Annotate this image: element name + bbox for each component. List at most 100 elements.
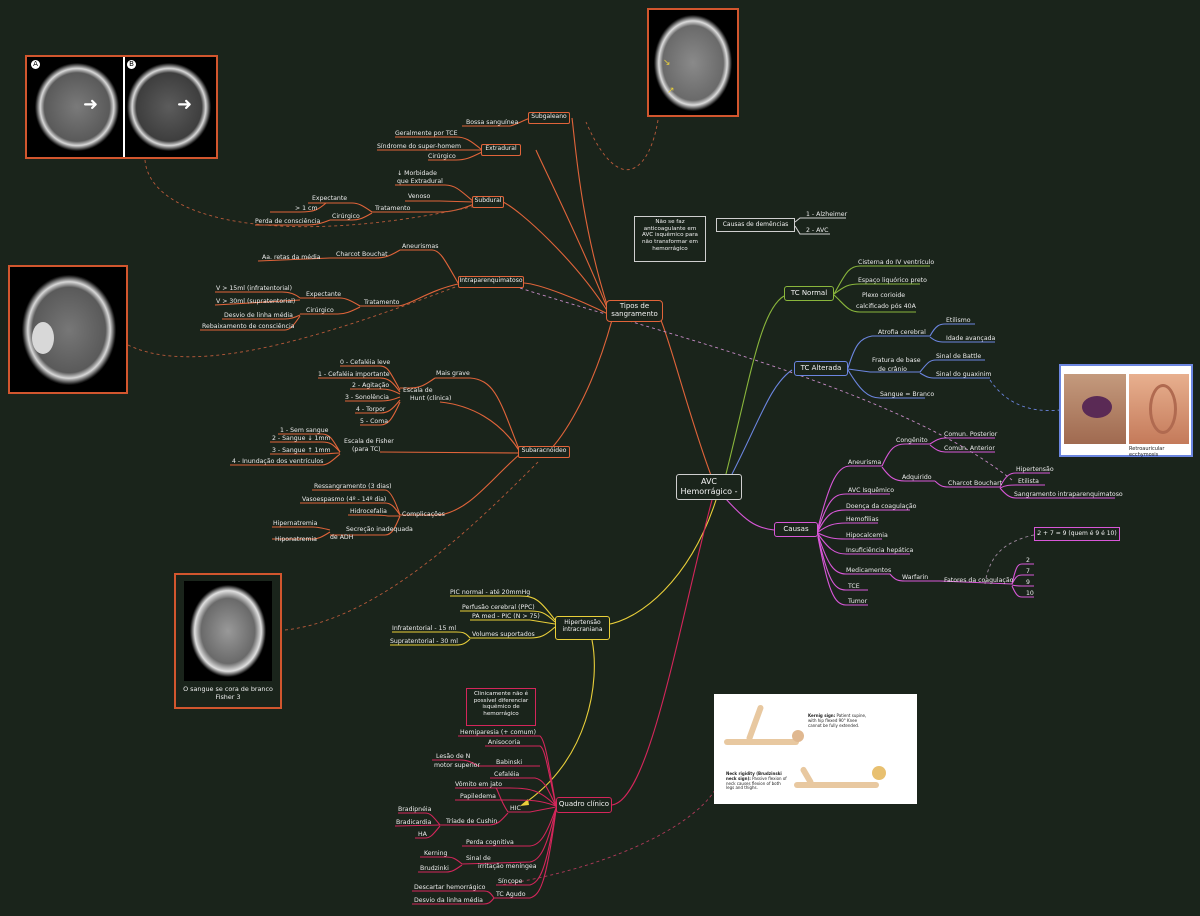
battle-raccoon-image: Retroauricular ecchymosis [1059, 364, 1193, 458]
subdural-expectante-label: Expectante [312, 195, 347, 202]
avc-label: AVC Isquêmico [848, 486, 894, 494]
com-ant-label: Comun. Anterior [944, 445, 995, 452]
fatores-label: Fatores da coagulação [944, 577, 1014, 584]
hic-node[interactable]: Hipertensão intracraniana [555, 616, 610, 640]
extradural-cirurgico-label: Cirúrgico [428, 152, 456, 160]
fisher-item: 1 - Sem sangue [280, 427, 329, 434]
kerning-label: Kerning [424, 850, 448, 857]
central-topic[interactable]: AVC Hemorrágico - [676, 474, 742, 500]
ressang-label: Ressangramento (3 dias) [314, 483, 392, 490]
papiledema-label: Papiledema [460, 793, 496, 800]
anisocoria-label: Anisocoria [488, 739, 520, 746]
intra-cirurgico-label: Cirúrgico [306, 306, 334, 314]
central-topic-label: AVC Hemorrágico - [680, 477, 738, 496]
intra-rebaixamento-label: Rebaixamento de consciência [202, 322, 295, 330]
guaxinim-label: Sinal do guaxinim [936, 371, 991, 378]
hemiparesia-label: Hemiparesia (+ comum) [460, 729, 536, 736]
hemorrhage-spot [32, 322, 54, 354]
ha-label: HA [418, 831, 428, 838]
quadro-note-text: Clinicamente não é possível diferenciar … [473, 691, 529, 718]
tc-normal-item: Espaço liquórico preto [858, 276, 927, 284]
ct-image-ab: A B ➜ ➜ [25, 55, 218, 159]
tc-normal-item: Cisterna do IV ventrículo [858, 258, 934, 266]
fator-item: 2 [1026, 557, 1030, 564]
intra-aneurismas-label: Aneurismas [402, 243, 438, 250]
ear-photo [1129, 374, 1189, 444]
formula-text: 2 + 7 = 9 (quem é 9 é 10) [1037, 530, 1117, 537]
subaracnoideo-node[interactable]: Subaracnóideo [518, 446, 570, 458]
adquirido-label: Adquirido [902, 474, 932, 481]
ct-scan-a [35, 63, 119, 151]
quadro-label: Quadro clínico [558, 800, 610, 808]
brudzinki-label: Brudzinki [420, 865, 449, 872]
fator-item: 7 [1026, 568, 1030, 575]
divider-line [123, 57, 125, 157]
hipo-label: Hiponatremia [275, 536, 317, 543]
complicacoes-label: Complicações [402, 511, 445, 518]
note-box: Não se faz anticoagulante em AVC isquêmi… [634, 216, 706, 262]
hunt-item: 0 - Cefaléia leve [340, 358, 390, 366]
descartar-label: Descartar hemorrágico [414, 883, 486, 891]
extradural-label: Extradural [485, 145, 517, 152]
desvio-quadro-label: Desvio da linha média [414, 896, 483, 904]
note-box-text: Não se faz anticoagulante em AVC isquêmi… [642, 219, 698, 252]
doenca-label: Doença da coagulação [846, 503, 917, 510]
hidro-label: Hidrocefalia [350, 508, 387, 515]
perda-cognitiva-label: Perda cognitiva [466, 839, 514, 846]
battle-label: Sinal de Battle [936, 353, 981, 360]
intra-tratamento-label: Tratamento [363, 299, 400, 306]
idade-label: Idade avançada [946, 335, 996, 342]
tce-label: TCE [847, 583, 860, 590]
hipertensao-label: Hipertensão [1016, 466, 1054, 473]
sincope-label: Síncope [498, 877, 523, 885]
panel-b-label: B [127, 60, 136, 69]
extradural-super-label: Síndrome do super-homem [377, 142, 461, 150]
bruise-shape [1082, 396, 1112, 418]
brudzinski-figure [794, 756, 894, 796]
brudzinski-text: Neck rigidity (Brudzinski neck sign): Pa… [726, 771, 788, 791]
atrofia-label: Atrofia cerebral [878, 329, 926, 336]
intra-desvio-label: Desvio de linha média [224, 311, 293, 319]
intra-charcot-label: Charcot Bouchat [336, 251, 388, 258]
subdural-perda-label: Perda de consciência [255, 217, 320, 225]
hiper-label: Hipernatremia [273, 520, 318, 527]
extradural-node[interactable]: Extradural [481, 144, 521, 156]
fisher-item: 2 - Sangue ↓ 1mm [272, 435, 331, 442]
tc-alterada-node[interactable]: TC Alterada [794, 361, 848, 376]
hunt-item: 4 - Torpor [356, 406, 386, 413]
hic-label: Hipertensão intracraniana [562, 619, 603, 634]
ct-scan [654, 15, 732, 111]
fator-item: 9 [1026, 579, 1030, 586]
subdural-cm-label: > 1 cm [295, 205, 317, 212]
tc-normal-node[interactable]: TC Normal [784, 286, 834, 301]
subgaleano-node[interactable]: Subgaleano [528, 112, 570, 124]
tc-agudo-label: TC Agudo [495, 891, 526, 898]
tipos-node[interactable]: Tipos de sangramento [606, 300, 663, 322]
intraparenquimatoso-node[interactable]: Intraparenquimatoso [458, 276, 524, 288]
etilismo-label: Etilismo [946, 317, 971, 324]
subdural-node[interactable]: Subdural [472, 196, 504, 208]
com-post-label: Comun. Posterior [944, 431, 998, 438]
sang-intra-label: Sangramento intraparenquimatoso [1014, 491, 1123, 498]
dementia-item: 2 - AVC [806, 227, 829, 234]
hunt-item: 2 - Agitação [352, 382, 389, 389]
fisher-item: 4 - Inundação dos ventrículos [232, 457, 323, 465]
quadro-node[interactable]: Quadro clínico [556, 797, 612, 813]
brudzinski-desc: Passive flexion of neck causes flexion o… [726, 775, 787, 791]
supra-label: Supratentorial - 30 ml [390, 638, 458, 645]
causas-node[interactable]: Causas [774, 522, 818, 537]
fisher-caption: O sangue se cora de branco Fisher 3 [183, 685, 273, 702]
ct-frame [184, 581, 272, 681]
hic-quadro-label: HIC [510, 805, 521, 812]
aneurisma-label: Aneurisma [848, 459, 881, 466]
intra-expectante-label: Expectante [306, 291, 341, 298]
tc-normal-label: TC Normal [790, 289, 828, 297]
causas-label: Causas [783, 525, 809, 533]
fisher-item: 3 - Sangue ↑ 1mm [272, 447, 331, 454]
cefaleia-label: Cefaléia [494, 770, 519, 778]
arrow-icon: ↗ [667, 86, 675, 96]
hipocalcemia-label: Hipocalcemia [846, 532, 888, 539]
